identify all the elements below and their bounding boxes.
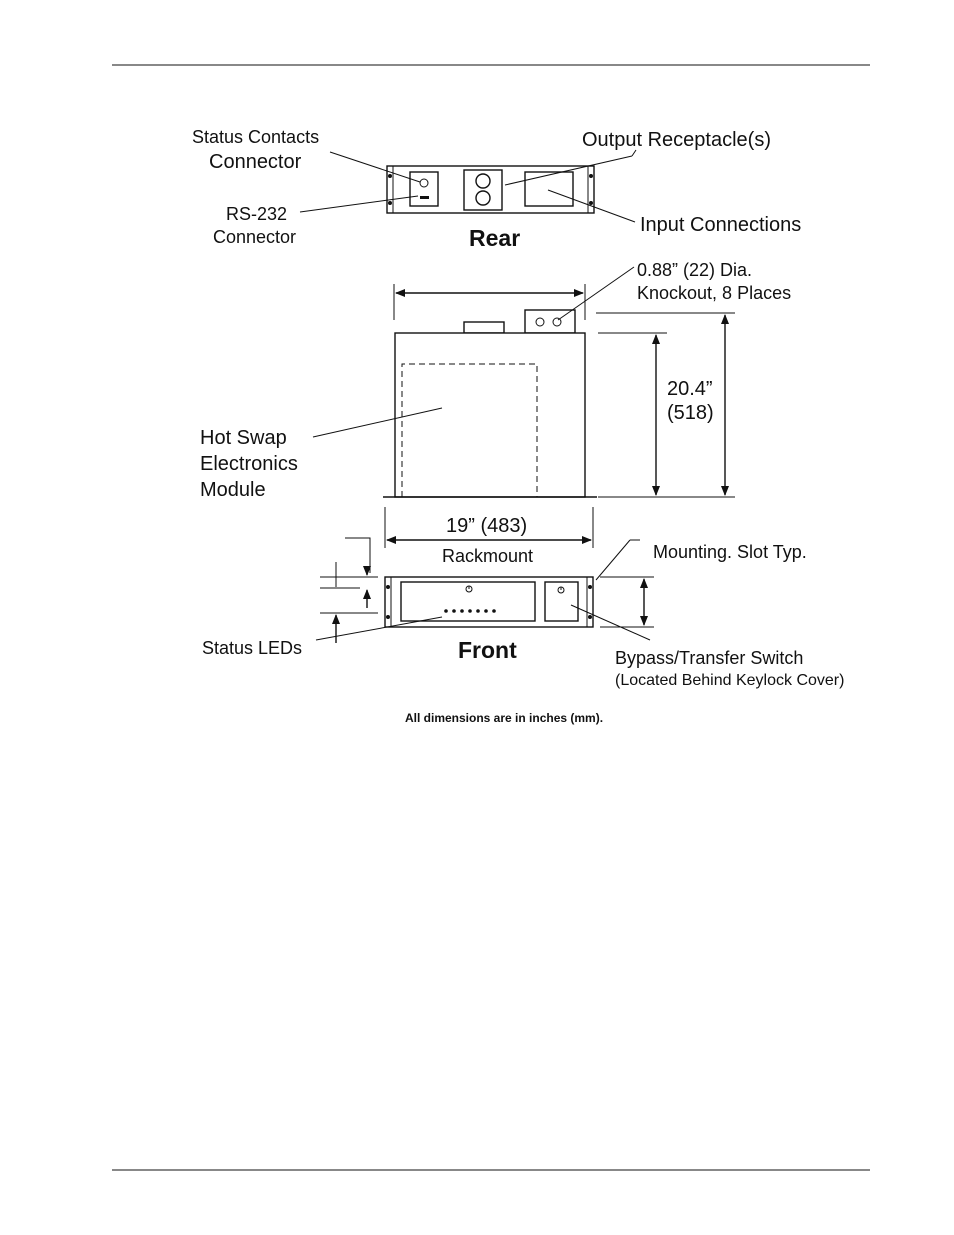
front-view: [384, 576, 594, 628]
output-receptacle: [463, 169, 503, 211]
electronics-label: Electronics: [200, 453, 298, 475]
output-receptacles-label: Output Receptacle(s): [582, 129, 771, 151]
status-leds-label: Status LEDs: [202, 638, 302, 658]
status-leds: [444, 609, 496, 613]
mounting-slot-label: Mounting. Slot Typ.: [653, 542, 807, 562]
knockout-places-label: Knockout, 8 Places: [637, 283, 791, 303]
depth-inches-label: 20.4”: [667, 378, 713, 400]
module-label: Module: [200, 479, 266, 501]
knockout-label: 0.88” (22) Dia.: [637, 260, 752, 280]
input-connections-label: Input Connections: [640, 214, 801, 236]
front-title: Front: [458, 637, 517, 663]
status-contacts-connector-label: Connector: [209, 151, 302, 173]
depth-mm-label: (518): [667, 402, 714, 424]
input-connections-box: [524, 171, 574, 207]
width-dimension-label: 19” (483): [446, 515, 527, 537]
dimensions-note: All dimensions are in inches (mm).: [405, 711, 603, 725]
rs232-connector-label: Connector: [213, 227, 296, 247]
hot-swap-label: Hot Swap: [200, 427, 287, 449]
bypass-switch-label: Bypass/Transfer Switch: [615, 648, 803, 668]
rackmount-label: Rackmount: [442, 546, 533, 566]
front-display-panel: [400, 581, 536, 622]
bypass-location-label: (Located Behind Keylock Cover): [615, 672, 844, 689]
status-contacts-connector: [409, 171, 439, 207]
rs232-label: RS-232: [226, 204, 287, 224]
top-view: [383, 284, 597, 498]
rear-view: [386, 165, 595, 214]
chassis-top-outline: [394, 332, 586, 498]
status-contacts-label: Status Contacts: [192, 127, 319, 147]
rear-title: Rear: [469, 225, 520, 251]
hot-swap-module-outline: [401, 363, 538, 497]
